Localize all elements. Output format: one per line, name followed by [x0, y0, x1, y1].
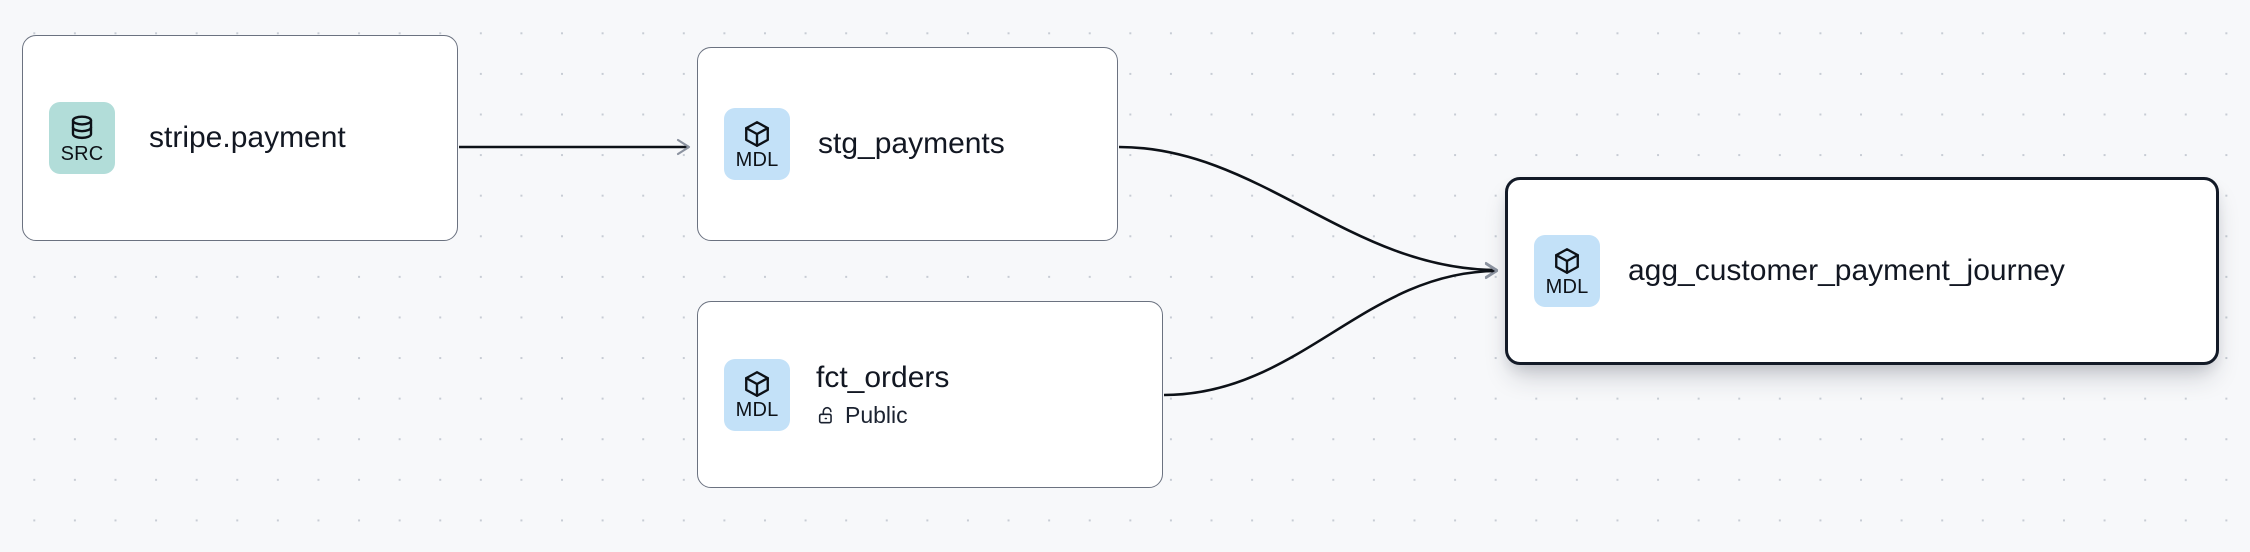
- edge-stg-to-agg: [1118, 145, 1498, 272]
- database-icon: [67, 113, 97, 143]
- node-body: fct_orders Public: [816, 361, 949, 428]
- unlock-icon: [816, 405, 837, 426]
- model-badge: MDL: [724, 108, 790, 180]
- node-visibility-label: Public: [845, 402, 908, 428]
- node-stripe-payment[interactable]: SRC stripe.payment: [22, 35, 458, 241]
- source-badge: SRC: [49, 102, 115, 174]
- source-badge-label: SRC: [60, 142, 104, 165]
- node-fct-orders[interactable]: MDL fct_orders Public: [697, 301, 1163, 488]
- edge-fct-to-agg: [1163, 269, 1498, 397]
- arrowhead-agg-bottom: [1484, 262, 1499, 280]
- node-title: stripe.payment: [149, 121, 346, 154]
- cube-icon: [1552, 246, 1582, 276]
- node-title: fct_orders: [816, 361, 950, 394]
- model-badge: MDL: [1534, 235, 1600, 307]
- cube-icon: [742, 369, 772, 399]
- node-body: agg_customer_payment_journey: [1628, 254, 2065, 288]
- node-visibility: Public: [816, 402, 949, 428]
- node-title: stg_payments: [818, 127, 1005, 160]
- node-body: stg_payments: [818, 127, 1005, 161]
- arrowhead-agg-top: [1484, 261, 1499, 279]
- node-agg-customer-payment-journey[interactable]: MDL agg_customer_payment_journey: [1505, 177, 2219, 365]
- model-badge-label: MDL: [735, 148, 779, 171]
- model-badge: MDL: [724, 358, 790, 431]
- model-badge-label: MDL: [735, 399, 779, 421]
- node-stg-payments[interactable]: MDL stg_payments: [697, 47, 1118, 241]
- node-body: stripe.payment: [149, 121, 346, 155]
- arrowhead-stg-payments: [676, 138, 691, 156]
- node-title: agg_customer_payment_journey: [1628, 254, 2065, 287]
- cube-icon: [742, 119, 772, 149]
- model-badge-label: MDL: [1545, 275, 1589, 298]
